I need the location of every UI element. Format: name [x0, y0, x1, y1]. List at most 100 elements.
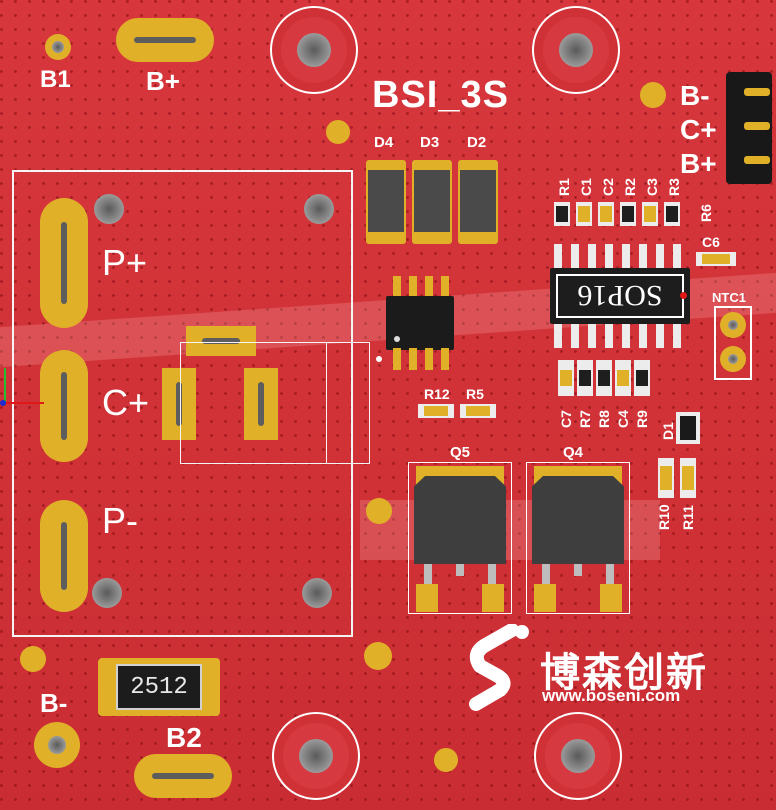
p-plus-slot — [61, 222, 67, 304]
mosfet-q4-outline — [526, 462, 630, 614]
sop16-pin — [673, 244, 681, 268]
label-r8: R8 — [596, 410, 612, 428]
b-minus-label: B- — [40, 688, 68, 718]
label-c1: C1 — [578, 178, 594, 196]
component-c4-body — [617, 370, 629, 386]
sop16-pin — [571, 324, 579, 348]
brand-url: www.boseni.com — [542, 686, 681, 705]
label-r7: R7 — [577, 410, 593, 428]
frame-hole — [302, 578, 332, 608]
sop16-pin — [639, 244, 647, 268]
sop16-pin — [571, 244, 579, 268]
mosfet-q4-leg — [606, 564, 614, 586]
diode-d2-body — [460, 170, 496, 232]
p-minus-slot — [61, 522, 67, 590]
capacitor-c6-body — [702, 254, 730, 264]
header-pin — [744, 122, 770, 130]
ic-pin — [393, 348, 401, 370]
mosfet-q5-pad — [416, 584, 438, 612]
b1-label: B1 — [40, 66, 71, 93]
label-r3: R3 — [666, 178, 682, 196]
mosfet-q5-leg — [456, 564, 464, 576]
resistor-r12-body — [424, 406, 448, 416]
selection-outline — [180, 342, 370, 464]
mosfet-q4-pad — [534, 584, 556, 612]
component-r7-body — [579, 370, 591, 386]
sop16-pin — [639, 324, 647, 348]
sop16-pin — [622, 324, 630, 348]
axis-x-indicator — [4, 402, 44, 404]
brand-name: 博森创新 — [540, 650, 708, 696]
mounting-hole-drill — [297, 33, 331, 67]
label-r10: R10 — [656, 504, 672, 530]
connector-label-b-plus: B+ — [680, 148, 717, 179]
p-plus-label: P+ — [102, 242, 148, 283]
sop16-pin — [588, 324, 596, 348]
sop16-pin — [605, 324, 613, 348]
frame-hole — [304, 194, 334, 224]
component-c2-body — [600, 206, 612, 222]
via-pad — [640, 82, 666, 108]
via-pad — [434, 748, 458, 772]
sop16-pin — [605, 244, 613, 268]
b-plus-top-label: B+ — [146, 66, 180, 96]
mosfet-q4-leg — [574, 564, 582, 576]
label-c6: C6 — [702, 234, 720, 250]
sop16-chip — [550, 268, 690, 324]
b-minus-pad-hole — [48, 736, 66, 754]
mosfet-q5-outline — [408, 462, 512, 614]
sop16-pin — [673, 324, 681, 348]
via-pad — [364, 642, 392, 670]
mounting-hole-drill — [299, 739, 333, 773]
ntc-pad-hole — [728, 354, 738, 364]
ntc-pad-hole — [728, 320, 738, 330]
label-q5: Q5 — [450, 444, 471, 461]
ntc-outline — [714, 306, 752, 380]
resistor-r5-body — [466, 406, 490, 416]
ic-pin — [409, 276, 417, 298]
via-pad — [366, 498, 392, 524]
component-r2-body — [622, 206, 634, 222]
shunt-value: 2512 — [130, 674, 188, 701]
label-r2: R2 — [622, 178, 638, 196]
sop16-pin — [554, 324, 562, 348]
ic-pin — [425, 348, 433, 370]
b2-slot — [152, 773, 214, 779]
label-r11: R11 — [680, 505, 696, 530]
mounting-hole-drill — [559, 33, 593, 67]
mosfet-q5-pad — [482, 584, 504, 612]
header-pin — [744, 88, 770, 96]
header-pin — [744, 156, 770, 164]
ic-pin — [409, 348, 417, 370]
label-d1: D1 — [660, 422, 676, 440]
p-minus-label: P- — [102, 500, 138, 541]
sop16-label: SOP16 — [577, 279, 663, 312]
mosfet-q5-body — [414, 476, 506, 564]
resistor-r11-body — [682, 466, 694, 490]
ic-pin — [441, 348, 449, 370]
c-plus-slot — [61, 372, 67, 440]
diode-d4-body — [368, 170, 404, 232]
pin1-marker — [376, 356, 382, 362]
brand-logo-icon — [469, 624, 529, 711]
sop16-pin — [656, 244, 664, 268]
label-r9: R9 — [634, 410, 650, 428]
b1-pad-hole — [52, 41, 64, 53]
sop16-pin — [554, 244, 562, 268]
mosfet-q5-leg — [488, 564, 496, 586]
label-r1: R1 — [556, 178, 572, 196]
component-r1-body — [556, 206, 568, 222]
c-plus-label: C+ — [102, 382, 150, 423]
component-c7-body — [560, 370, 572, 386]
pad-slot — [258, 382, 264, 426]
label-r6: R6 — [698, 204, 714, 222]
mounting-hole-drill — [561, 739, 595, 773]
pad-slot — [202, 338, 240, 344]
sop16-pin — [588, 244, 596, 268]
via-pad — [326, 120, 350, 144]
component-c1-body — [578, 206, 590, 222]
frame-hole — [94, 194, 124, 224]
ic-pin — [393, 276, 401, 298]
resistor-r10-body — [660, 466, 672, 490]
label-c7: C7 — [558, 410, 574, 428]
